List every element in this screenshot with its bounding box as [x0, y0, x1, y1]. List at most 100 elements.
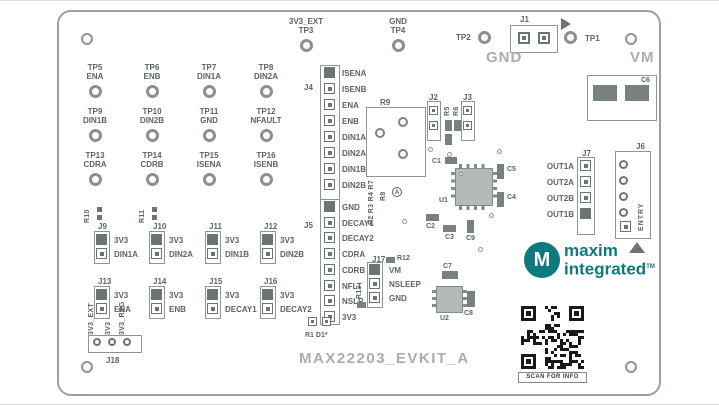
testpoint-signal: ENB	[143, 72, 161, 81]
header-j3-outline	[461, 101, 475, 141]
header-pin	[580, 208, 591, 219]
capacitor-body	[443, 225, 456, 232]
header-ref: J2	[429, 93, 438, 102]
component-ref: C7	[443, 263, 452, 270]
testpoint-ref: TP6	[144, 63, 160, 72]
via	[489, 213, 494, 218]
testpoint-tp4: GND TP4	[368, 17, 428, 52]
jumper-pin	[262, 289, 273, 300]
jumper-pin	[207, 234, 218, 245]
header-pin	[324, 115, 335, 126]
header-pin	[324, 232, 335, 243]
connector-j6-outline	[615, 151, 651, 239]
ic-pins	[463, 290, 467, 309]
pin-label: DIN2B	[280, 250, 305, 259]
testpoint-ref: TP3	[298, 26, 314, 35]
capacitor-body	[593, 85, 617, 101]
resistor-pad	[97, 207, 102, 212]
header-pin	[324, 147, 335, 158]
component-ref: R13	[356, 285, 363, 299]
component-ref: R8	[380, 191, 387, 201]
pin-label: OUT2B	[546, 194, 574, 203]
jumper-ref: J13	[98, 277, 112, 286]
pin-label: DECAY2	[342, 234, 374, 243]
header-pin	[324, 163, 335, 174]
ic-pins	[432, 290, 436, 309]
testpoint-ref: TP12	[256, 107, 276, 116]
header-ref: J18	[106, 356, 120, 365]
header-pin	[463, 121, 472, 130]
jumper-pin	[262, 248, 273, 259]
pin-label: 3V3	[114, 291, 129, 300]
capacitor-c6-outline	[587, 75, 657, 121]
testpoint-pad	[478, 31, 491, 44]
testpoint-ref: TP15	[199, 151, 219, 160]
jumper-pin	[96, 248, 107, 259]
header-pin	[429, 106, 438, 115]
pin-label: ENA	[114, 305, 131, 314]
jumper-ref: J12	[264, 222, 278, 231]
header-pin	[324, 67, 335, 78]
component-ref: R1 D1*	[305, 332, 328, 339]
header-ref: J4	[304, 83, 313, 92]
component-ref: U2	[440, 315, 449, 322]
jumper-ref: J16	[264, 277, 278, 286]
resistor-body	[386, 257, 395, 263]
via	[428, 147, 433, 152]
header-pad	[123, 338, 131, 346]
pin1-arrow-icon	[629, 242, 645, 253]
pin-label: 3V3	[225, 291, 240, 300]
header-pin	[369, 264, 380, 275]
header-pin	[324, 248, 335, 259]
header-ref: J3	[463, 93, 472, 102]
jumper-pin	[151, 289, 162, 300]
pin-label: DIN1B	[342, 165, 367, 174]
pin-label: DIN1B	[225, 250, 250, 259]
resistor-body	[357, 302, 366, 308]
jumper-ref: J9	[98, 222, 107, 231]
jumper-pin	[151, 248, 162, 259]
resistor-body	[445, 134, 452, 145]
resistor-pad	[97, 215, 102, 220]
testpoint-pad	[145, 129, 159, 142]
qr-caption: SCAN FOR INFO	[518, 372, 587, 383]
via	[447, 152, 452, 157]
capacitor-body	[442, 271, 458, 279]
component-ref: C6	[641, 77, 650, 84]
mounting-hole	[81, 361, 93, 373]
qr-modules	[521, 306, 584, 369]
pin-label: 3V3	[342, 313, 357, 322]
pin-label: DIN1A	[114, 250, 139, 259]
jumper-ref: J10	[153, 222, 167, 231]
header-j2-outline	[427, 101, 441, 141]
testpoint-pad	[391, 39, 405, 52]
header-pin	[369, 292, 380, 303]
pin-label: ENB	[169, 305, 186, 314]
testpoint-pad	[145, 173, 159, 186]
testpoint-pad	[88, 129, 102, 142]
jumper-pin	[151, 234, 162, 245]
testpoint-pad	[259, 173, 273, 186]
testpoint-ref: TP14	[142, 151, 162, 160]
header-pin	[324, 295, 335, 306]
testpoint-tp3: 3V3_EXT TP3	[276, 17, 336, 52]
capacitor-body	[426, 214, 439, 221]
testpoint-ref: TP9	[87, 107, 103, 116]
testpoint-ref: TP4	[390, 26, 406, 35]
mounting-hole	[625, 361, 637, 373]
testpoint-ref: TP10	[142, 107, 162, 116]
jumper-j15: J15 3V3 DECAY1	[205, 277, 269, 321]
resistor-body	[454, 120, 461, 131]
header-j5: J5 GND DECAY1 DECAY2 CDRA CDRB NFLT NSLP…	[304, 197, 404, 329]
jumper-j16: J16 3V3 DECAY2	[260, 277, 324, 321]
ic-u2	[436, 286, 463, 313]
component-pad	[308, 317, 317, 326]
ic-pins	[459, 164, 489, 168]
pin-label: 3V3	[114, 236, 129, 245]
